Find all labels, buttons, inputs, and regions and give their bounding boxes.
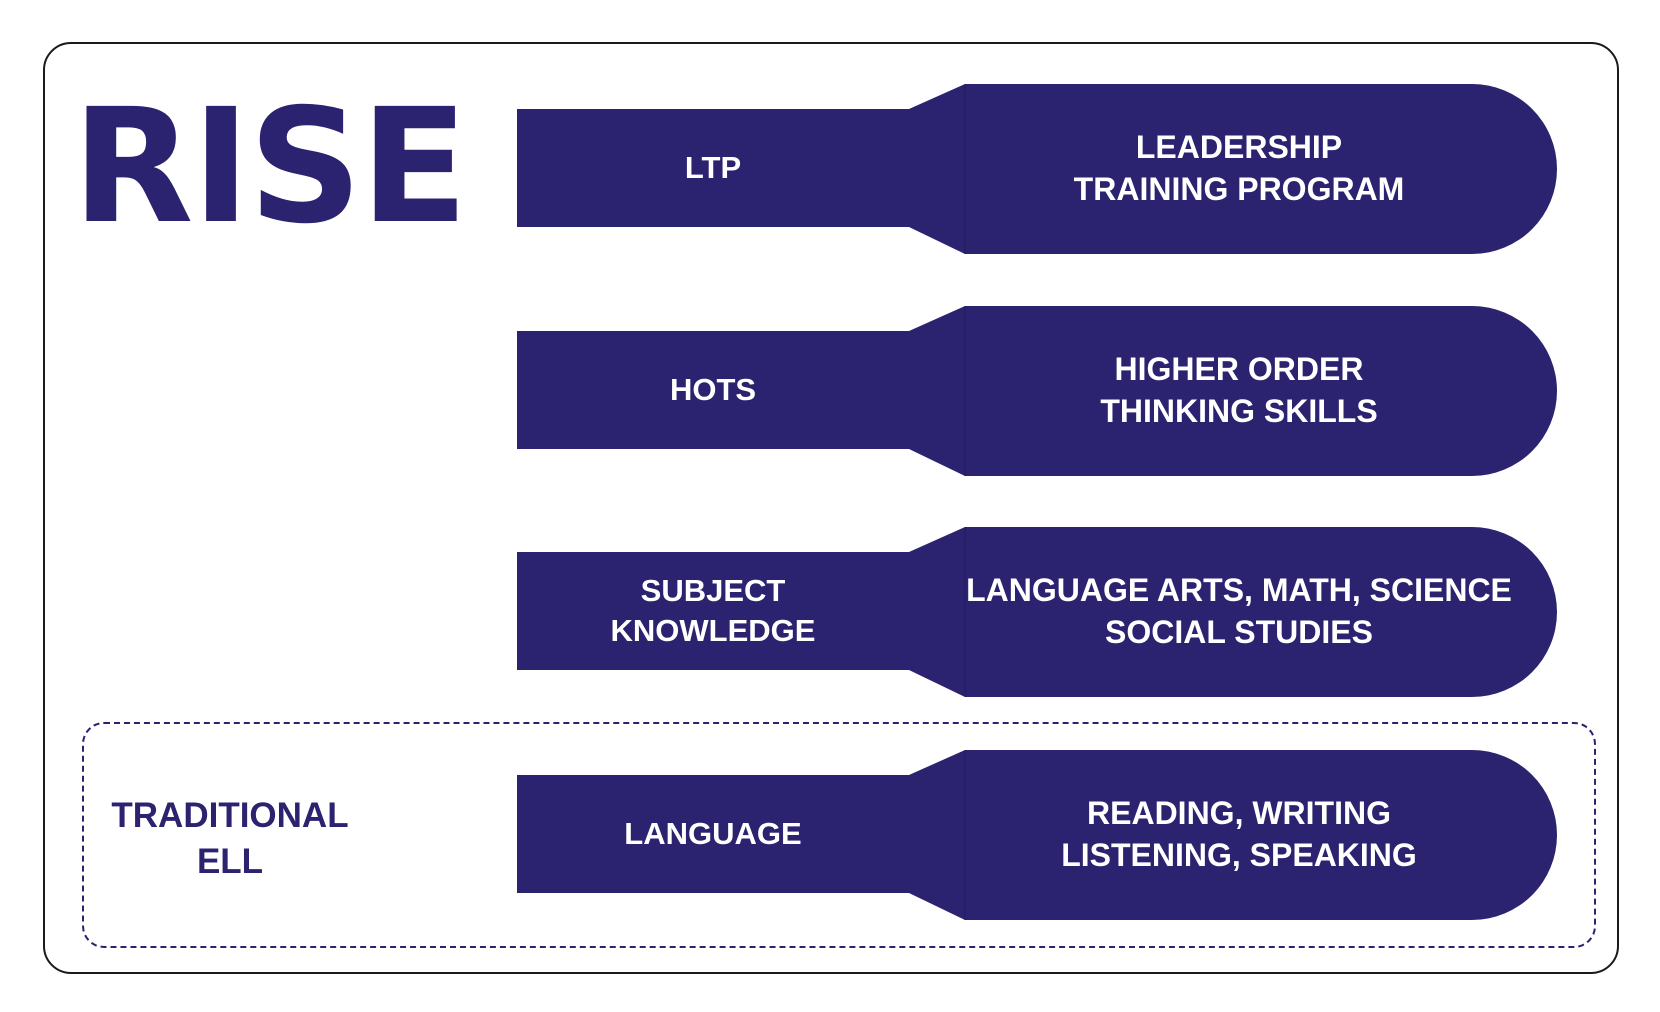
row-hots: HOTS HIGHER ORDER THINKING SKILLS xyxy=(517,306,1557,476)
row-shape xyxy=(517,750,1557,920)
row-long-label: HIGHER ORDER THINKING SKILLS xyxy=(1100,351,1378,429)
row-shape xyxy=(517,306,1557,476)
row-shape xyxy=(517,527,1557,697)
group-label: TRADITIONAL ELL xyxy=(111,796,349,881)
row-shape xyxy=(517,84,1557,254)
row-long-label: LANGUAGE ARTS, MATH, SCIENCE SOCIAL STUD… xyxy=(966,572,1512,650)
row-short-label: HOTS xyxy=(669,371,757,407)
row-language: LANGUAGE READING, WRITING LISTENING, SPE… xyxy=(517,750,1557,920)
diagram-title: RISE xyxy=(72,75,468,259)
row-short-label: SUBJECT KNOWLEDGE xyxy=(610,572,816,648)
row-short-label: LTP xyxy=(684,149,742,185)
outer-frame xyxy=(43,42,1619,974)
traditional-ell-group-border xyxy=(82,722,1596,948)
row-short-label: LANGUAGE xyxy=(624,815,802,851)
row-long-label: LEADERSHIP TRAINING PROGRAM xyxy=(1073,129,1405,207)
row-subject-knowledge: SUBJECT KNOWLEDGE LANGUAGE ARTS, MATH, S… xyxy=(517,527,1557,697)
row-ltp: LTP LEADERSHIP TRAINING PROGRAM xyxy=(517,84,1557,254)
row-long-label: READING, WRITING LISTENING, SPEAKING xyxy=(1061,795,1417,873)
